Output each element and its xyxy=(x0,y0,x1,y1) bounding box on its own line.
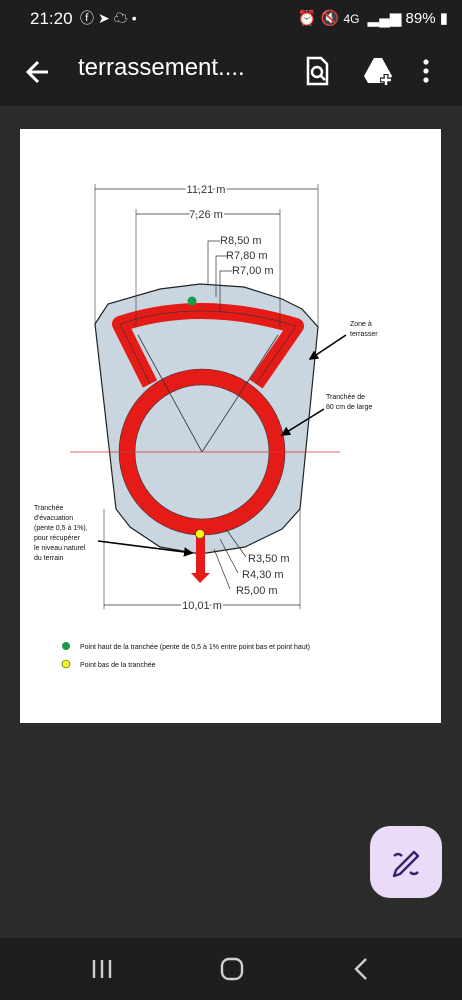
document-title: terrassement.... xyxy=(78,54,245,81)
notification-icons: ⓕ➤☁• xyxy=(80,8,141,28)
legend-high-label: Point haut de la tranchée (pente de 0,5 … xyxy=(80,644,310,651)
back-nav-icon[interactable] xyxy=(342,954,382,984)
high-point xyxy=(187,296,197,306)
more-vert-icon[interactable] xyxy=(416,54,436,88)
status-right: ⏰ 🔇 4G ▂▄▆ 89% ▮ xyxy=(298,9,448,27)
terrassement-plan: 11,21 m 7,26 m 10,01 m R8,50 m R7,80 m R… xyxy=(34,182,378,669)
radius-r430: R4,30 m xyxy=(242,569,284,581)
back-arrow-icon[interactable] xyxy=(22,52,54,92)
network-label: 4G xyxy=(343,12,360,26)
battery-level: 89% xyxy=(405,10,436,27)
document-page[interactable]: 11,21 m 7,26 m 10,01 m R8,50 m R7,80 m R… xyxy=(20,129,441,723)
dim-top-outer: 11,21 m xyxy=(187,184,226,196)
cloud-icon: ☁ xyxy=(113,10,132,26)
status-time: 21:20 xyxy=(30,9,73,28)
app-bar: terrassement.... xyxy=(0,38,462,106)
radius-r850: R8,50 m xyxy=(220,235,262,247)
telegram-icon: ➤ xyxy=(98,10,114,26)
mute-icon: 🔇 xyxy=(320,10,340,27)
radius-r780: R7,80 m xyxy=(226,250,268,262)
add-to-drive-icon[interactable] xyxy=(362,54,396,88)
radius-r700: R7,00 m xyxy=(232,265,274,277)
radius-r500: R5,00 m xyxy=(236,585,278,597)
alarm-icon: ⏰ xyxy=(297,10,317,27)
home-icon[interactable] xyxy=(212,954,252,984)
trench-annotation: Tranchée de 80 cm de large xyxy=(326,394,372,411)
dim-bottom: 10,01 m xyxy=(182,600,222,612)
system-nav-bar xyxy=(0,938,462,1000)
recent-apps-icon[interactable] xyxy=(82,954,122,984)
dot-icon: • xyxy=(131,10,141,26)
facebook-icon: ⓕ xyxy=(80,10,98,26)
signal-icon: ▂▄▆ xyxy=(367,10,402,27)
legend-low-dot xyxy=(61,659,71,669)
radius-r350: R3,50 m xyxy=(248,553,290,565)
legend-low-label: Point bas de la tranchée xyxy=(80,662,156,669)
zone-annotation: Zone à terrasser xyxy=(350,321,378,338)
battery-icon: ▮ xyxy=(439,10,448,27)
edit-fab-button[interactable] xyxy=(370,826,442,898)
edit-pen-icon xyxy=(392,850,420,878)
status-bar: 21:20 ⓕ➤☁• ⏰ 🔇 4G ▂▄▆ 89% ▮ xyxy=(0,0,462,38)
evacuation-annotation: Tranchée d'évacuation (pente 0,5 à 1%), … xyxy=(34,505,90,562)
legend-high-dot xyxy=(62,642,70,650)
low-point xyxy=(195,529,205,539)
document-search-icon[interactable] xyxy=(300,54,334,88)
dim-top-inner: 7,26 m xyxy=(189,209,223,221)
